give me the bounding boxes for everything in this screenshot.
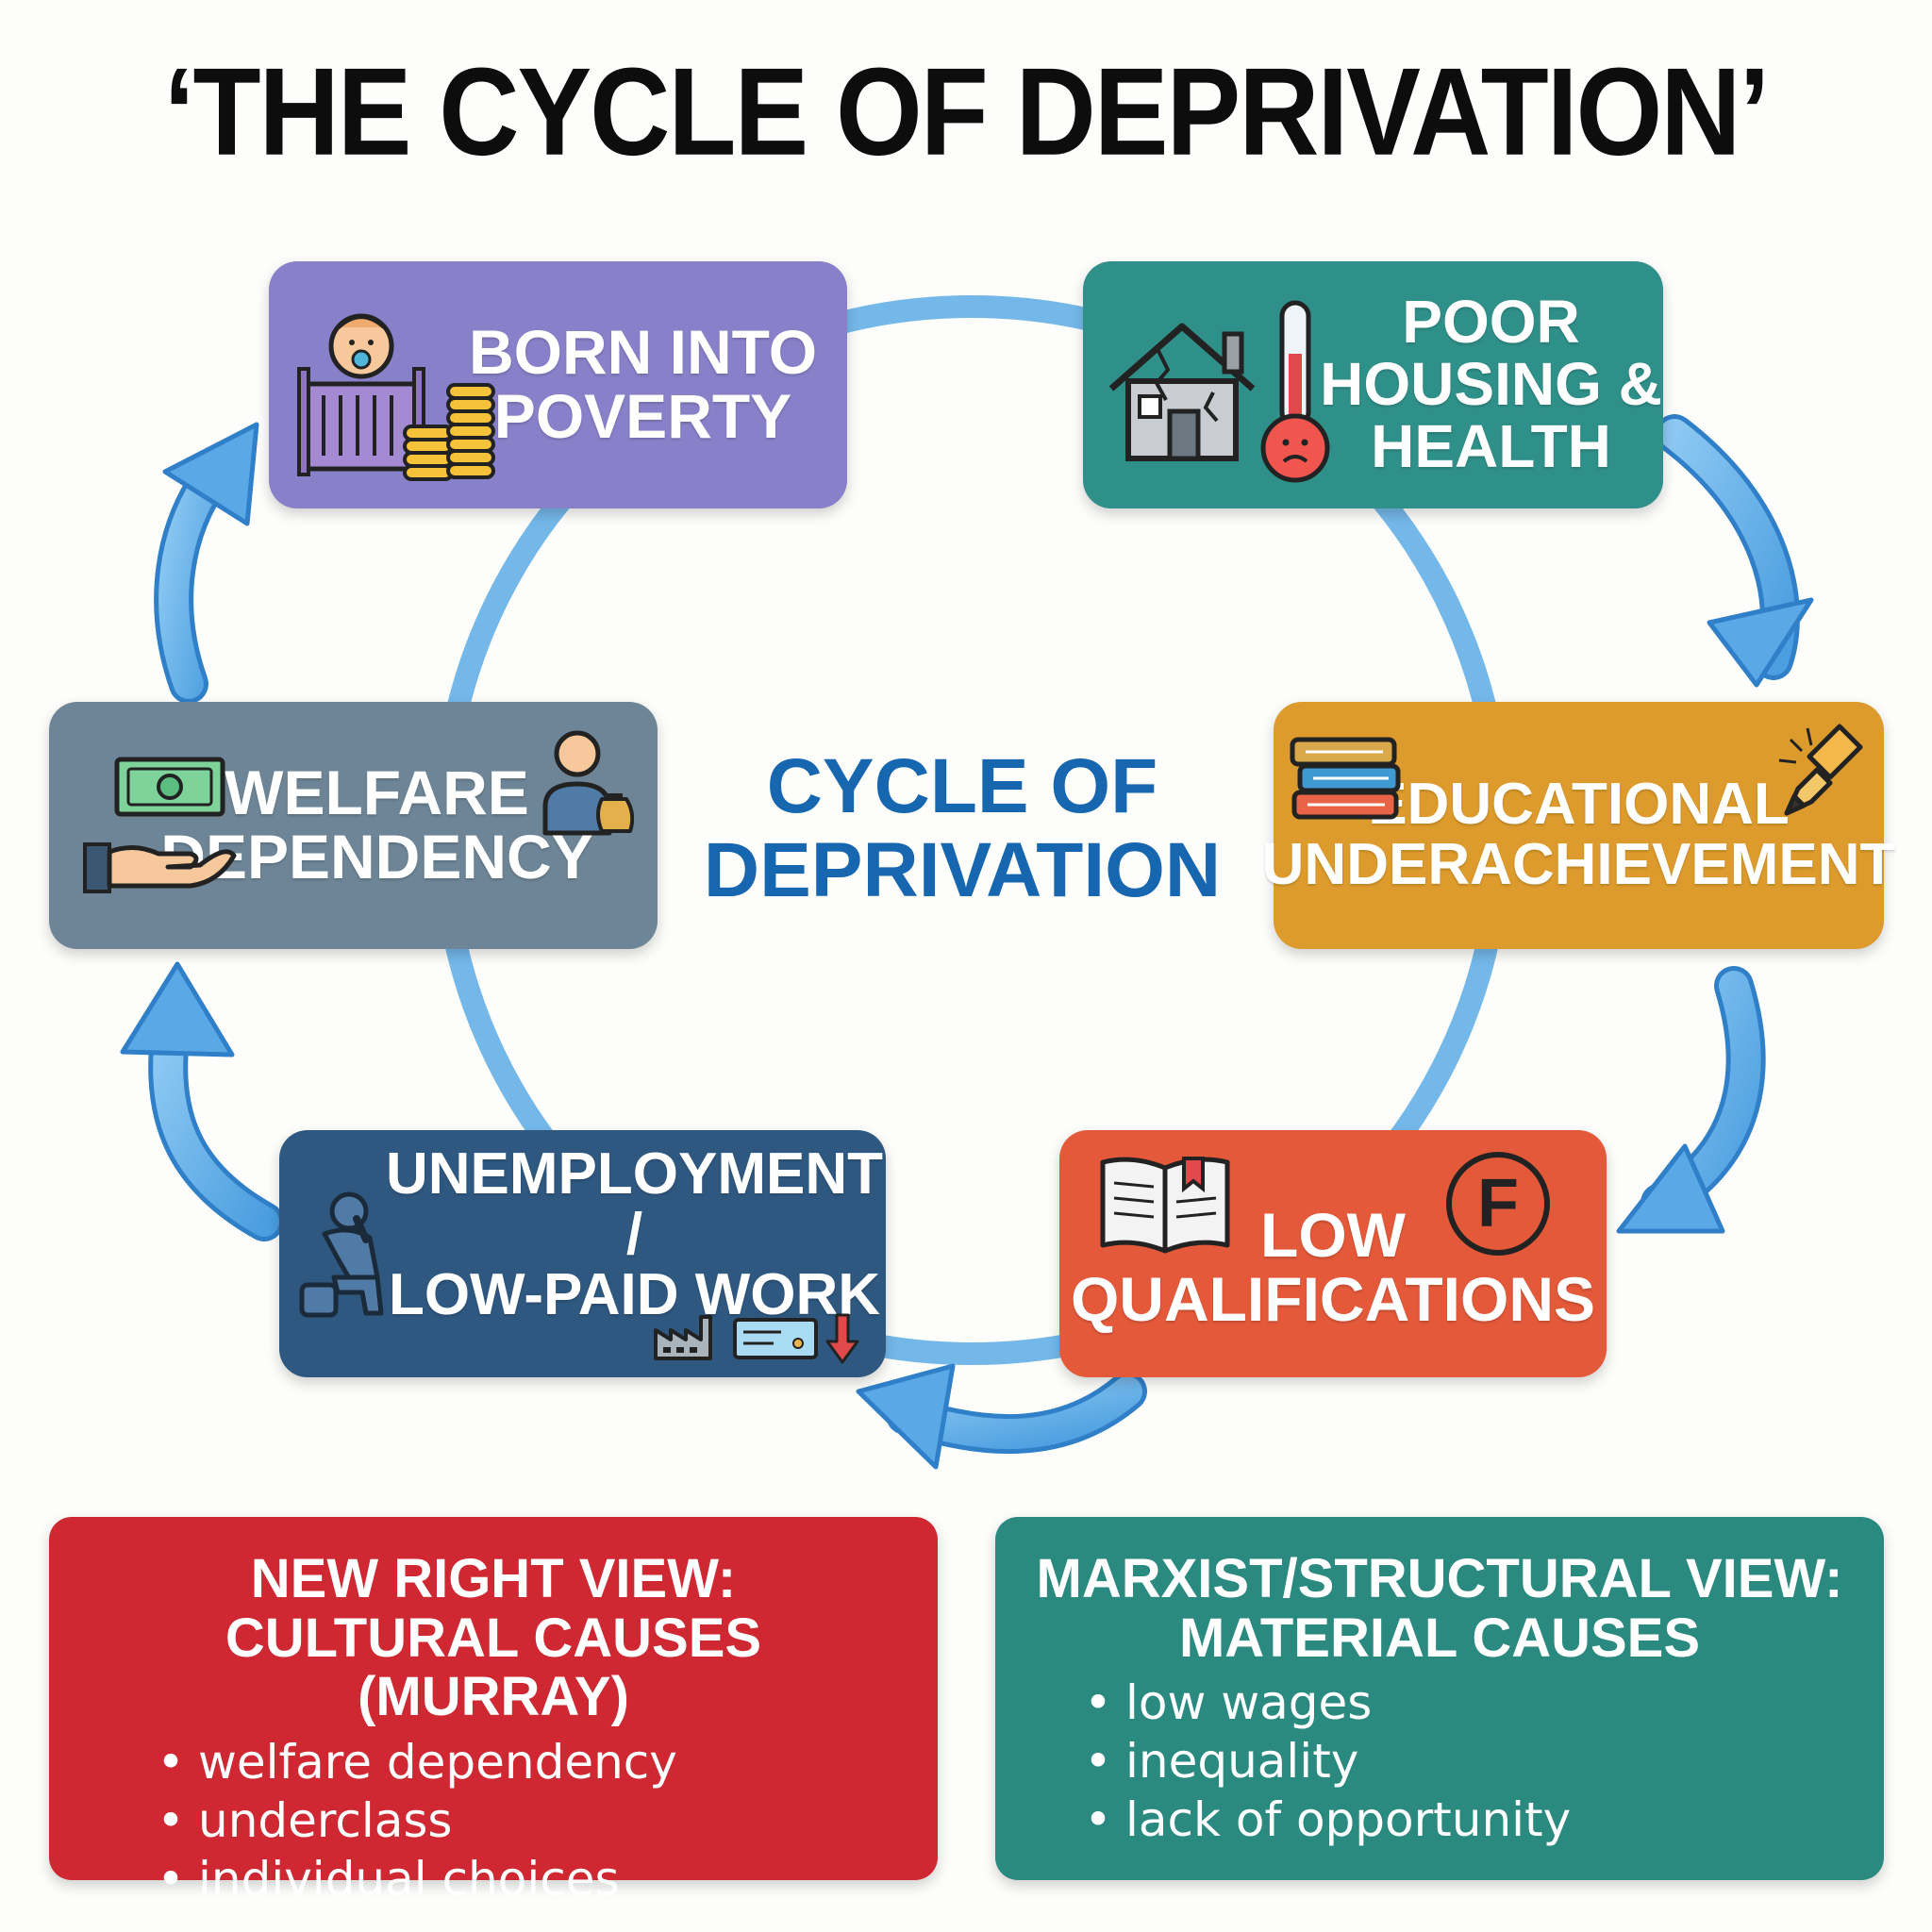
coin-stack-icon: [403, 383, 495, 481]
view-title: MARXIST/STRUCTURAL VIEW: MATERIAL CAUSES: [1036, 1548, 1843, 1669]
stage-unemployment-low-paid-work: UNEMPLOYMENT / LOW-PAID WORK: [279, 1130, 886, 1377]
list-item: •lack of opportunity: [1084, 1792, 1572, 1848]
thermometer-sad-face-icon: [1260, 300, 1330, 483]
stage-welfare-dependency: WELFARE DEPENDENCY: [49, 702, 658, 949]
distressed-person-icon: [299, 1191, 384, 1318]
list-item: •underclass: [157, 1792, 453, 1848]
stage-educational-underachievement: EDUCATIONAL UNDERACHIEVEMENT: [1262, 702, 1895, 949]
factory-icon: [654, 1315, 712, 1360]
cycle-arrow-right-lower: [1616, 966, 1766, 1234]
cash-hand-icon: [83, 757, 237, 893]
cycle-arrow-bottom: [856, 1363, 1147, 1470]
list-item: •welfare dependency: [157, 1734, 677, 1790]
stage-label: EDUCATIONAL UNDERACHIEVEMENT: [1261, 772, 1896, 897]
down-arrow-icon: [825, 1313, 859, 1364]
open-book-icon: [1100, 1157, 1230, 1254]
list-item: •individual choices: [157, 1851, 620, 1907]
stage-low-qualifications: F LOW QUALIFICATIONS: [1059, 1130, 1607, 1377]
view-bullet-list: •welfare dependency •underclass •individ…: [143, 1733, 900, 1908]
cycle-arrow-right-upper: [1655, 414, 1814, 688]
stage-label: POOR HOUSING & HEALTH: [1320, 288, 1662, 480]
new-right-view-box: NEW RIGHT VIEW: CULTURAL CAUSES (MURRAY)…: [49, 1517, 938, 1907]
list-item: •inequality: [1084, 1734, 1359, 1790]
stage-poor-housing-health: POOR HOUSING & HEALTH: [1083, 261, 1663, 508]
paycheck-icon: [733, 1318, 818, 1359]
svg-text:F: F: [1477, 1166, 1519, 1241]
center-title: CYCLE OF DEPRIVATION: [703, 743, 1222, 913]
broken-pencil-icon: [1778, 724, 1863, 816]
damaged-house-icon: [1108, 323, 1256, 461]
book-stack-icon: [1290, 737, 1401, 820]
stage-label: BORN INTO POVERTY: [468, 317, 818, 451]
baby-in-crib-icon: [297, 313, 425, 476]
marxist-structural-view-box: MARXIST/STRUCTURAL VIEW: MATERIAL CAUSES…: [995, 1517, 1884, 1880]
stage-born-into-poverty: BORN INTO POVERTY: [269, 261, 847, 508]
list-item: •low wages: [1084, 1675, 1373, 1731]
view-bullet-list: •low wages •inequality •lack of opportun…: [1071, 1674, 1856, 1849]
cycle-arrow-left-upper: [154, 422, 259, 704]
stage-label: LOW QUALIFICATIONS: [1070, 1200, 1596, 1334]
view-title: NEW RIGHT VIEW: CULTURAL CAUSES (MURRAY): [225, 1548, 762, 1728]
cycle-arrow-left-lower: [120, 961, 284, 1241]
grade-f-icon: F: [1446, 1152, 1550, 1256]
page-title: ‘THE CYCLE OF DEPRIVATION’: [163, 42, 1771, 182]
person-money-bag-icon: [542, 730, 634, 836]
stage-label: UNEMPLOYMENT / LOW-PAID WORK: [386, 1141, 883, 1327]
